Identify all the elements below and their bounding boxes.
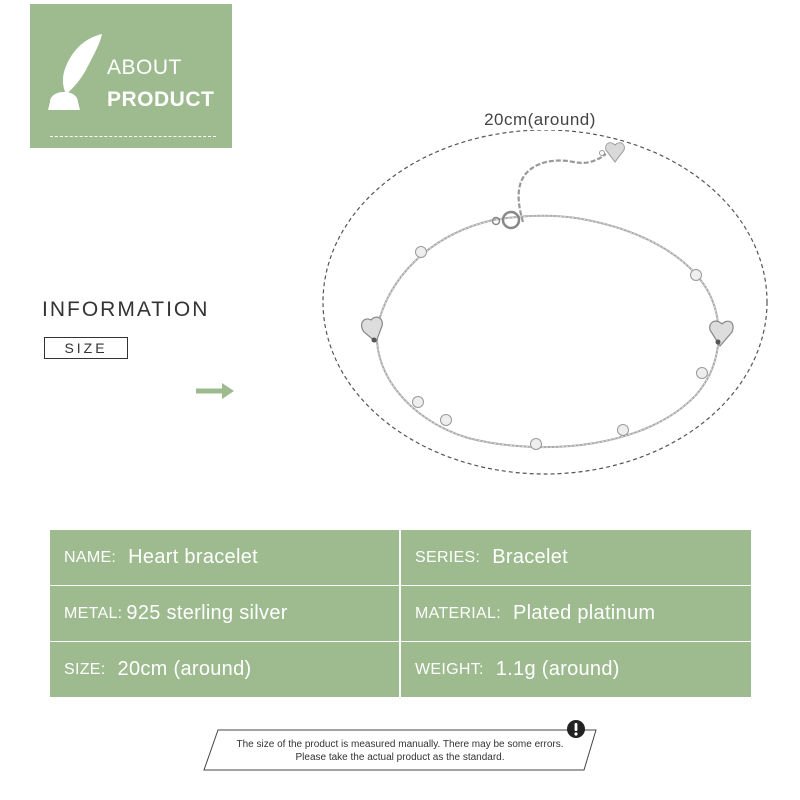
bead	[696, 367, 708, 379]
information-heading: INFORMATION	[42, 298, 210, 321]
spec-value: Bracelet	[492, 546, 569, 568]
measurement-note: The size of the product is measured manu…	[200, 718, 600, 772]
spec-label: NAME:	[64, 548, 117, 566]
size-label-box: SIZE	[44, 337, 128, 359]
bead	[415, 246, 427, 258]
bracelet-diagram	[322, 129, 768, 475]
extender-heart-charm	[605, 142, 625, 163]
alert-icon	[567, 720, 585, 738]
spec-value: 925 sterling silver	[126, 602, 288, 624]
arrow-right-icon	[196, 383, 234, 399]
spec-value: 20cm (around)	[117, 658, 252, 680]
spec-cell-series: SERIES: Bracelet	[401, 530, 751, 585]
spec-cell-weight: WEIGHT: 1.1g (around)	[401, 642, 751, 697]
note-parallelogram	[203, 729, 597, 771]
spec-value: Heart bracelet	[128, 546, 258, 568]
extender-chain	[517, 153, 607, 223]
spec-label: MATERIAL:	[415, 604, 501, 622]
spec-label: SIZE:	[64, 660, 106, 678]
bead	[690, 269, 702, 281]
spec-label: SERIES:	[415, 548, 481, 566]
size-callout: 20cm(around)	[465, 110, 615, 130]
bead	[530, 438, 542, 450]
spec-cell-size: SIZE: 20cm (around)	[50, 642, 399, 697]
note-line-2: Please take the actual product as the st…	[295, 752, 505, 763]
heart-charm-right	[709, 320, 734, 348]
spec-cell-material: MATERIAL: Plated platinum	[401, 586, 751, 641]
note-text: The size of the product is measured manu…	[200, 738, 600, 764]
product-title: PRODUCT	[107, 88, 215, 111]
clasp-ring	[501, 210, 521, 230]
about-divider	[50, 136, 216, 137]
note-line-1: The size of the product is measured manu…	[236, 739, 564, 750]
size-dashed-ellipse	[322, 129, 768, 475]
spec-table: NAME: Heart bracelet SERIES: Bracelet ME…	[50, 530, 751, 697]
bracelet-chain	[375, 214, 720, 449]
heart-charm-left	[360, 316, 383, 344]
about-product-panel: ABOUT PRODUCT	[30, 4, 232, 148]
bead	[440, 414, 452, 426]
feather-quill-icon	[48, 34, 102, 110]
spec-cell-name: NAME: Heart bracelet	[50, 530, 399, 585]
spec-label: METAL:	[64, 604, 123, 622]
spec-value: 1.1g (around)	[495, 658, 620, 680]
bead	[617, 424, 629, 436]
spec-value: Plated platinum	[512, 602, 656, 624]
about-title: ABOUT	[107, 56, 182, 79]
spec-label: WEIGHT:	[415, 660, 484, 678]
bead	[412, 396, 424, 408]
spec-cell-metal: METAL: 925 sterling silver	[50, 586, 399, 641]
